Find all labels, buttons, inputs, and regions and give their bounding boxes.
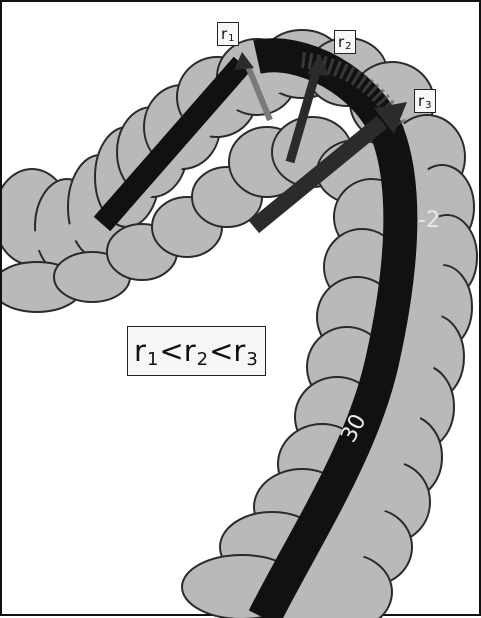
- label-r3-base: r: [418, 94, 424, 109]
- relation-r2: r: [184, 337, 196, 366]
- relation-r1: r: [134, 337, 146, 366]
- relation-sub3: 3: [246, 351, 257, 369]
- label-r1-base: r: [221, 27, 227, 42]
- label-r2-base: r: [338, 35, 344, 50]
- label-r1-sub: 1: [228, 34, 234, 44]
- relation-sub2: 2: [197, 351, 208, 369]
- label-r3-sub: 3: [425, 101, 431, 111]
- scope-scale-upper: -2: [418, 208, 440, 233]
- relation-sub1: 1: [147, 351, 158, 369]
- label-r2-sub: 2: [345, 42, 351, 52]
- relation-lt2: <: [209, 337, 233, 366]
- relation-lt1: <: [159, 337, 183, 366]
- relation-r3: r: [233, 337, 245, 366]
